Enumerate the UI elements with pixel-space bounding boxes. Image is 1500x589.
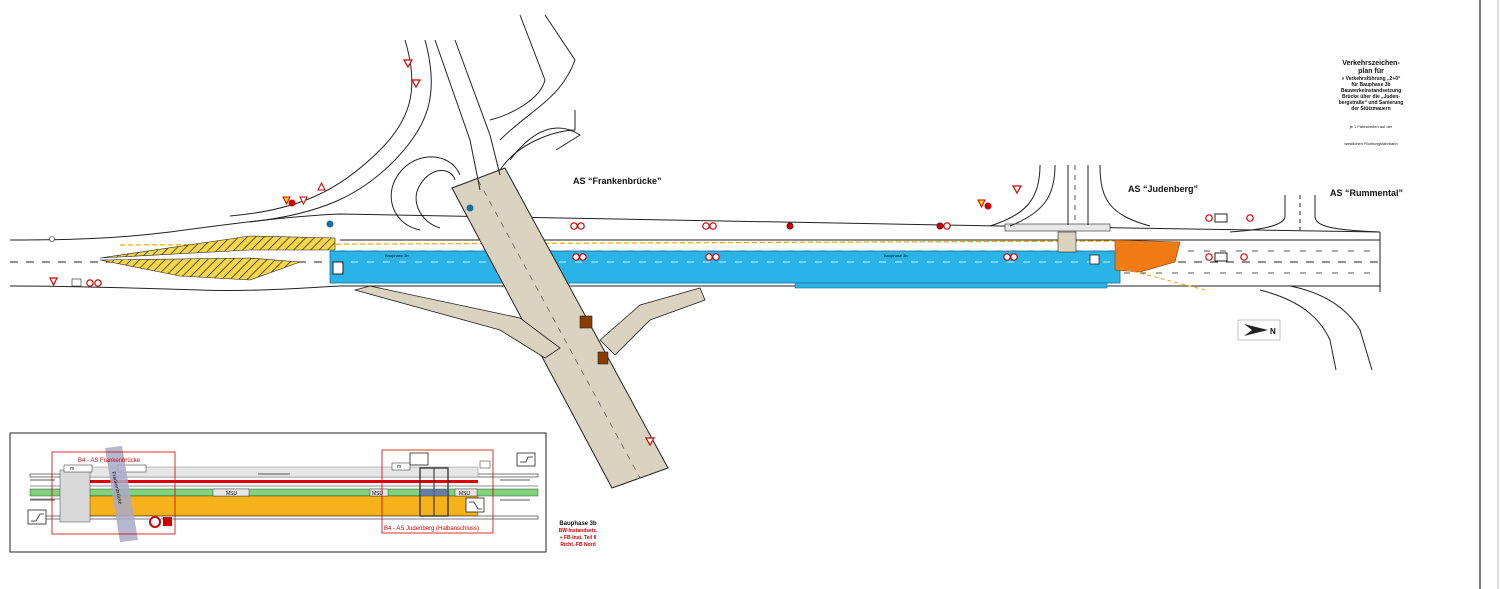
title-line-4: für Bauphase 3b	[1351, 82, 1391, 88]
inset-sign-left	[27, 509, 47, 525]
label-bauphase-left: Bauphase 3b	[385, 253, 409, 258]
inset-m-1: m	[70, 466, 74, 472]
inset-overview: MSU MSU MSU m Frankenbrücke B4 - AS Fran…	[9, 432, 547, 553]
phase-line-1: Bauphase 3b	[559, 521, 597, 527]
interchange-rummental	[1229, 195, 1381, 233]
inset-sign-right	[516, 452, 536, 467]
work-zone-strip	[794, 282, 1108, 289]
phase-line-4: Richt.-FB Nord	[560, 542, 596, 548]
hatched-taper-bottom	[99, 257, 301, 281]
inset-label-frankenbruecke: B4 - AS Frankenbrücke	[78, 458, 141, 464]
title-line-8: der Stützmauern	[1351, 106, 1391, 112]
inset-bridge-band	[105, 446, 138, 542]
sign-circles-row	[570, 214, 1254, 261]
label-bauphase-right: Bauphase 3b	[884, 253, 908, 258]
construction-guidance	[1119, 267, 1206, 291]
title-line-2: plan für	[1358, 68, 1384, 75]
sign-cluster-top	[402, 59, 1023, 210]
work-zone-main	[329, 250, 1121, 284]
label-as-judenberg: AS “Judenberg”	[1128, 184, 1198, 194]
title-line-3: » Verkehrsführung „2+0“	[1341, 76, 1401, 82]
north-arrow: N	[1237, 319, 1281, 341]
title-line-7: bergstraße“ und Sanierung	[1338, 100, 1404, 106]
inset-label-judenberg: B4 - AS Judenberg (Halbanschluss)	[384, 526, 479, 532]
title-line-1: Verkehrszeichen-	[1342, 60, 1400, 67]
north-label: N	[1270, 327, 1276, 336]
bridge-centerline	[477, 179, 641, 479]
ramp-left	[353, 285, 561, 359]
interchange-frankenbruecke	[229, 14, 581, 231]
inset-red-line	[88, 480, 478, 483]
inset-msu-2: MSU	[372, 491, 384, 497]
inset-msu-3: MSU	[459, 491, 471, 497]
label-as-rummental: AS “Rummental”	[1330, 188, 1403, 198]
sign-boxes	[332, 213, 1228, 447]
title-note-2: westlichen Richtungsfahrbahn	[1344, 141, 1398, 146]
phase-line-2: BW-Instandsetz.	[558, 528, 598, 534]
sign-cluster-upper	[282, 181, 474, 228]
inset-msu-1: MSU	[226, 491, 238, 497]
inset-frame-frankenbruecke	[51, 451, 176, 535]
phase-line-3: + FB-Inst. Teil II	[559, 535, 597, 541]
label-as-frankenbruecke: AS “Frankenbrücke”	[573, 176, 662, 186]
inset-frame-judenberg	[381, 449, 494, 534]
inset-sign-mid	[465, 497, 485, 513]
title-line-5: Bauwerkeinstandsetzung	[1340, 88, 1402, 94]
inset-no-entry-sign	[149, 516, 161, 528]
inset-sign-top	[409, 452, 429, 466]
ramp-right	[599, 287, 706, 356]
overpass-judenberg	[1004, 223, 1111, 232]
sign-cluster-left	[49, 236, 102, 287]
title-note-1: je 1 Fahrstreifen auf der	[1349, 124, 1393, 129]
bridge-deck	[451, 167, 669, 489]
title-block: Verkehrszeichen- plan für » Verkehrsführ…	[1306, 60, 1436, 146]
construction-area	[1114, 239, 1181, 273]
title-line-6: Brücke über die „Juden-	[1341, 94, 1401, 100]
inset-m-2: m	[397, 464, 401, 470]
bridge-support	[1057, 231, 1077, 253]
interchange-judenberg	[989, 164, 1151, 227]
phase-box: Bauphase 3b BW-Instandsetz. + FB-Inst. T…	[548, 521, 608, 549]
road-signs	[49, 59, 1254, 447]
hatched-taper-top	[99, 235, 336, 259]
